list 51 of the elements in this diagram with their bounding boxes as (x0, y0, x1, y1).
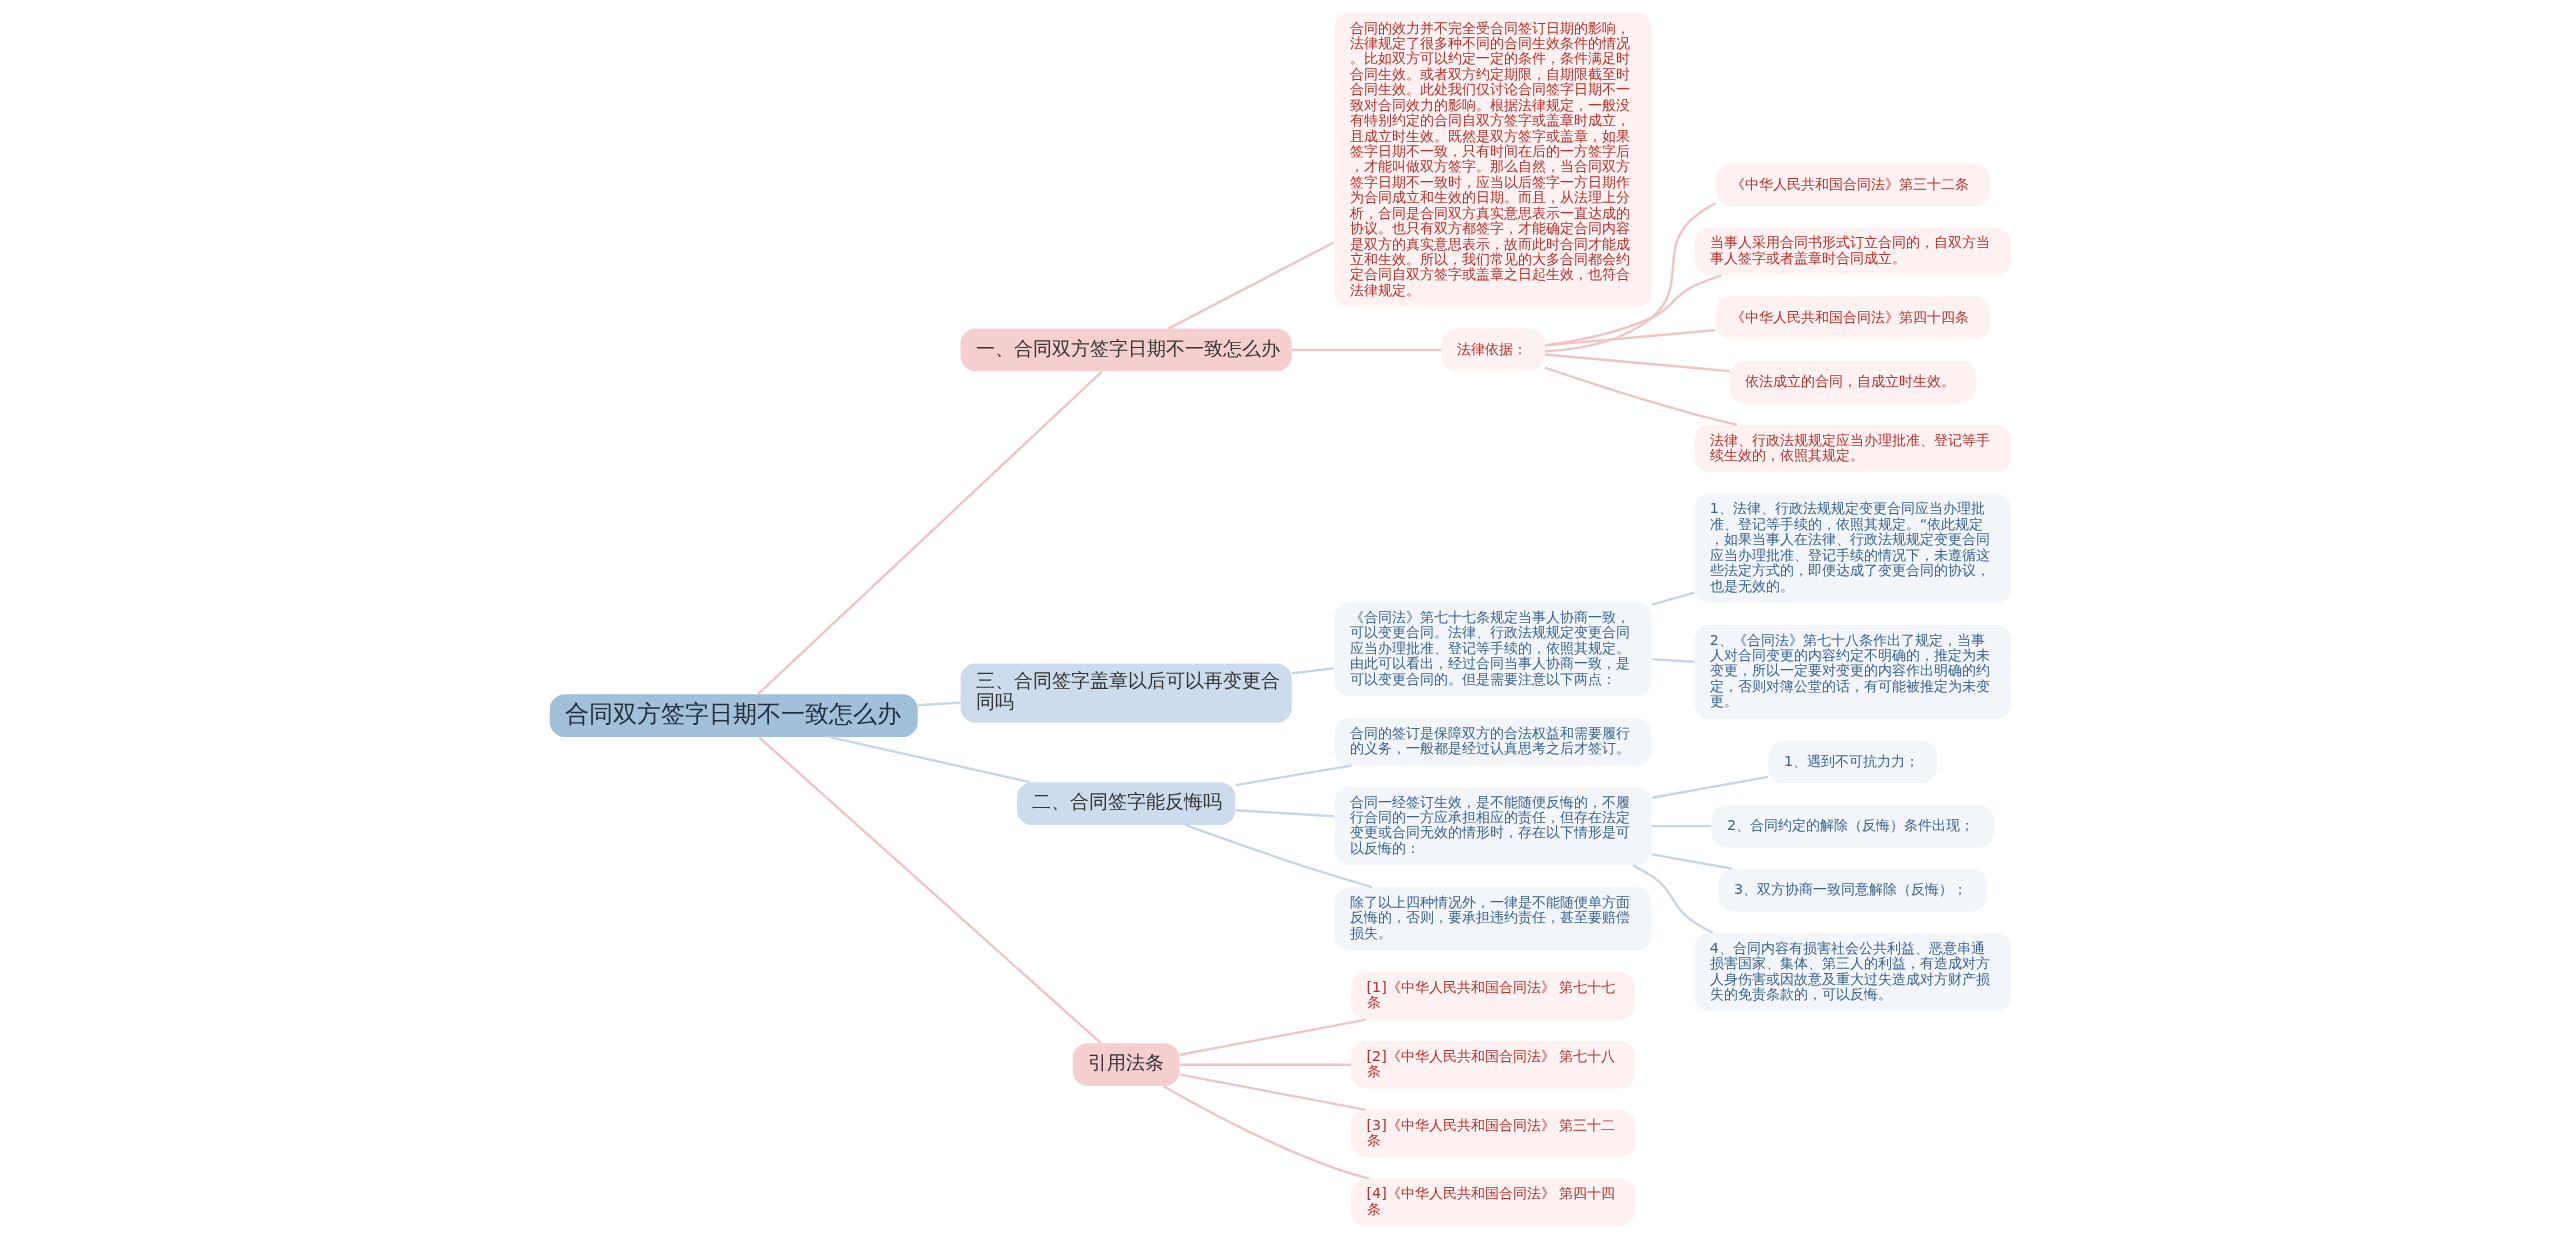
connector (1235, 809, 1334, 818)
node-box: 法律、行政法规规定应当办理批准、登记等手续生效的，依照其规定。 (1693, 424, 2011, 473)
node-box: 《合同法》第七十七条规定当事人协商一致，可以变更合同。法律、行政法规规定变更合同应当办理批准、登记等手续的，依照其规定。由此可以看出，经过合同当事人协商一致，是可以变更合同的。但是需要注意以下两点： (1334, 602, 1651, 697)
node-box: 二、合同签字能反悔吗 (1016, 782, 1235, 825)
connector (756, 370, 1103, 695)
connector (1179, 1018, 1366, 1056)
connector (1544, 353, 1730, 373)
connector (1291, 667, 1334, 675)
connector (1651, 591, 1695, 606)
node-box: [4]《中华人民共和国合同法》 第四十四条 (1350, 1178, 1635, 1227)
node-box: 当事人采用合同书形式订立合同的，自双方当事人签字或者盖章时合同成立。 (1693, 227, 2011, 276)
connector (1179, 1073, 1366, 1111)
node-box: 2、《合同法》第七十八条作出了规定，当事人对合同变更的内容约定不明确的，推定为未变更，所以一定要对变更的内容作出明确的约定，否则对簿公堂的话，有可能被推定为未变更。 (1693, 624, 2011, 719)
node-box: 一、合同双方签字日期不一致怎么办 (960, 328, 1292, 372)
node-box: [3]《中华人民共和国合同法》 第三十二条 (1350, 1109, 1635, 1158)
connector (1167, 241, 1335, 330)
node-box: [2]《中华人民共和国合同法》 第七十八条 (1350, 1040, 1635, 1089)
node-box: [1]《中华人民共和国合同法》 第七十七条 (1350, 972, 1635, 1020)
node-box: 3、双方协商一致同意解除（反悔）； (1718, 868, 1987, 912)
node-box: 《中华人民共和国合同法》第四十四条 (1715, 296, 1990, 340)
connector (1184, 823, 1372, 889)
connector (1651, 824, 1711, 828)
connector (1651, 657, 1694, 663)
node-box: 1、遇到不可抗力力； (1767, 740, 1937, 784)
node-box: 合同的签订是保障双方的合法权益和需要履行的义务，一般都是经过认真思考之后才签订。 (1334, 718, 1651, 766)
connector (1179, 1063, 1351, 1066)
node-box: 2、合同约定的解除（反悔）条件出现； (1710, 804, 1994, 848)
connector (917, 701, 960, 707)
connector (758, 736, 1102, 1045)
connector (1291, 348, 1441, 352)
connector (1235, 764, 1352, 787)
connector (1544, 328, 1715, 347)
connector (1651, 853, 1732, 870)
node-box: 合同的效力并不完全受合同签订日期的影响，法律规定了很多种不同的合同生效条件的情况。比如双方可以约定一定的条件，条件满足时合同生效。或者双方约定期限，自期限截至时合同生效。此处我们仅讨论合同签字日期不一致对合同效力的影响。根据法律规定，一般没有特别约定的合同自双方签字或盖章时成立，且成立时生效。既然是双方签字或盖章，如果签字日期不一致，只有时间在后的一方签字后，才能叫做双方签字。那么自然，当合同双方签字日期不一致时，应当以后签字一方日期作为合同成立和生效的日期。而且，从法理上分析，合同是合同双方真实意思表示一直达成的协议。也只有双方都签字，才能确定合同内容是双方的真实意思表示，故而此时合同才能成立和生效。所以，我们常见的大多合同都会约定合同自双方签字或盖章之日起生效，也符合法律规定。 (1334, 12, 1651, 308)
node-box: 法律依据： (1440, 328, 1545, 372)
node-box: 合同一经签订生效，是不能随便反悔的，不履行合同的一方应承担相应的责任，但存在法定变更或合同无效的情形时，存在以下情形是可以反悔的： (1334, 786, 1651, 866)
connector (1162, 1085, 1369, 1180)
node-box: 1、法律、行政法规规定变更合同应当办理批准、登记等手续的，依照其规定。“依此规定，如果当事人在法律、行政法规规定变更合同应当办理批准、登记手续的情况下，未遵循这些法定方式的，即便达成了变更合同的协议，也是无效的。 (1693, 493, 2011, 603)
connector (1544, 202, 1716, 353)
node-box: 引用法条 (1072, 1043, 1180, 1087)
connector (1651, 775, 1768, 799)
node-box: 4、合同内容有损害社会公共利益、恶意串通损害国家、集体、第三人的利益，有造成对方人身伤害或因故意及重大过失造成对方财产损失的免责条款的，可以反悔。 (1693, 932, 2011, 1012)
connector (1544, 274, 1722, 347)
connector (829, 735, 1030, 784)
connector (1543, 366, 1737, 426)
node-box: 三、合同签字盖章以后可以再变更合同吗 (960, 663, 1292, 723)
node-box: 《中华人民共和国合同法》第三十二条 (1715, 163, 1990, 207)
node-box: 除了以上四种情况外，一律是不能随便单方面反悔的，否则，要承担违约责任，甚至要赔偿损失。 (1334, 887, 1651, 951)
node-box: 依法成立的合同，自成立时生效。 (1729, 360, 1976, 404)
connector (1631, 864, 1713, 934)
node-box: 合同双方签字日期不一致怎么办 (549, 694, 918, 738)
